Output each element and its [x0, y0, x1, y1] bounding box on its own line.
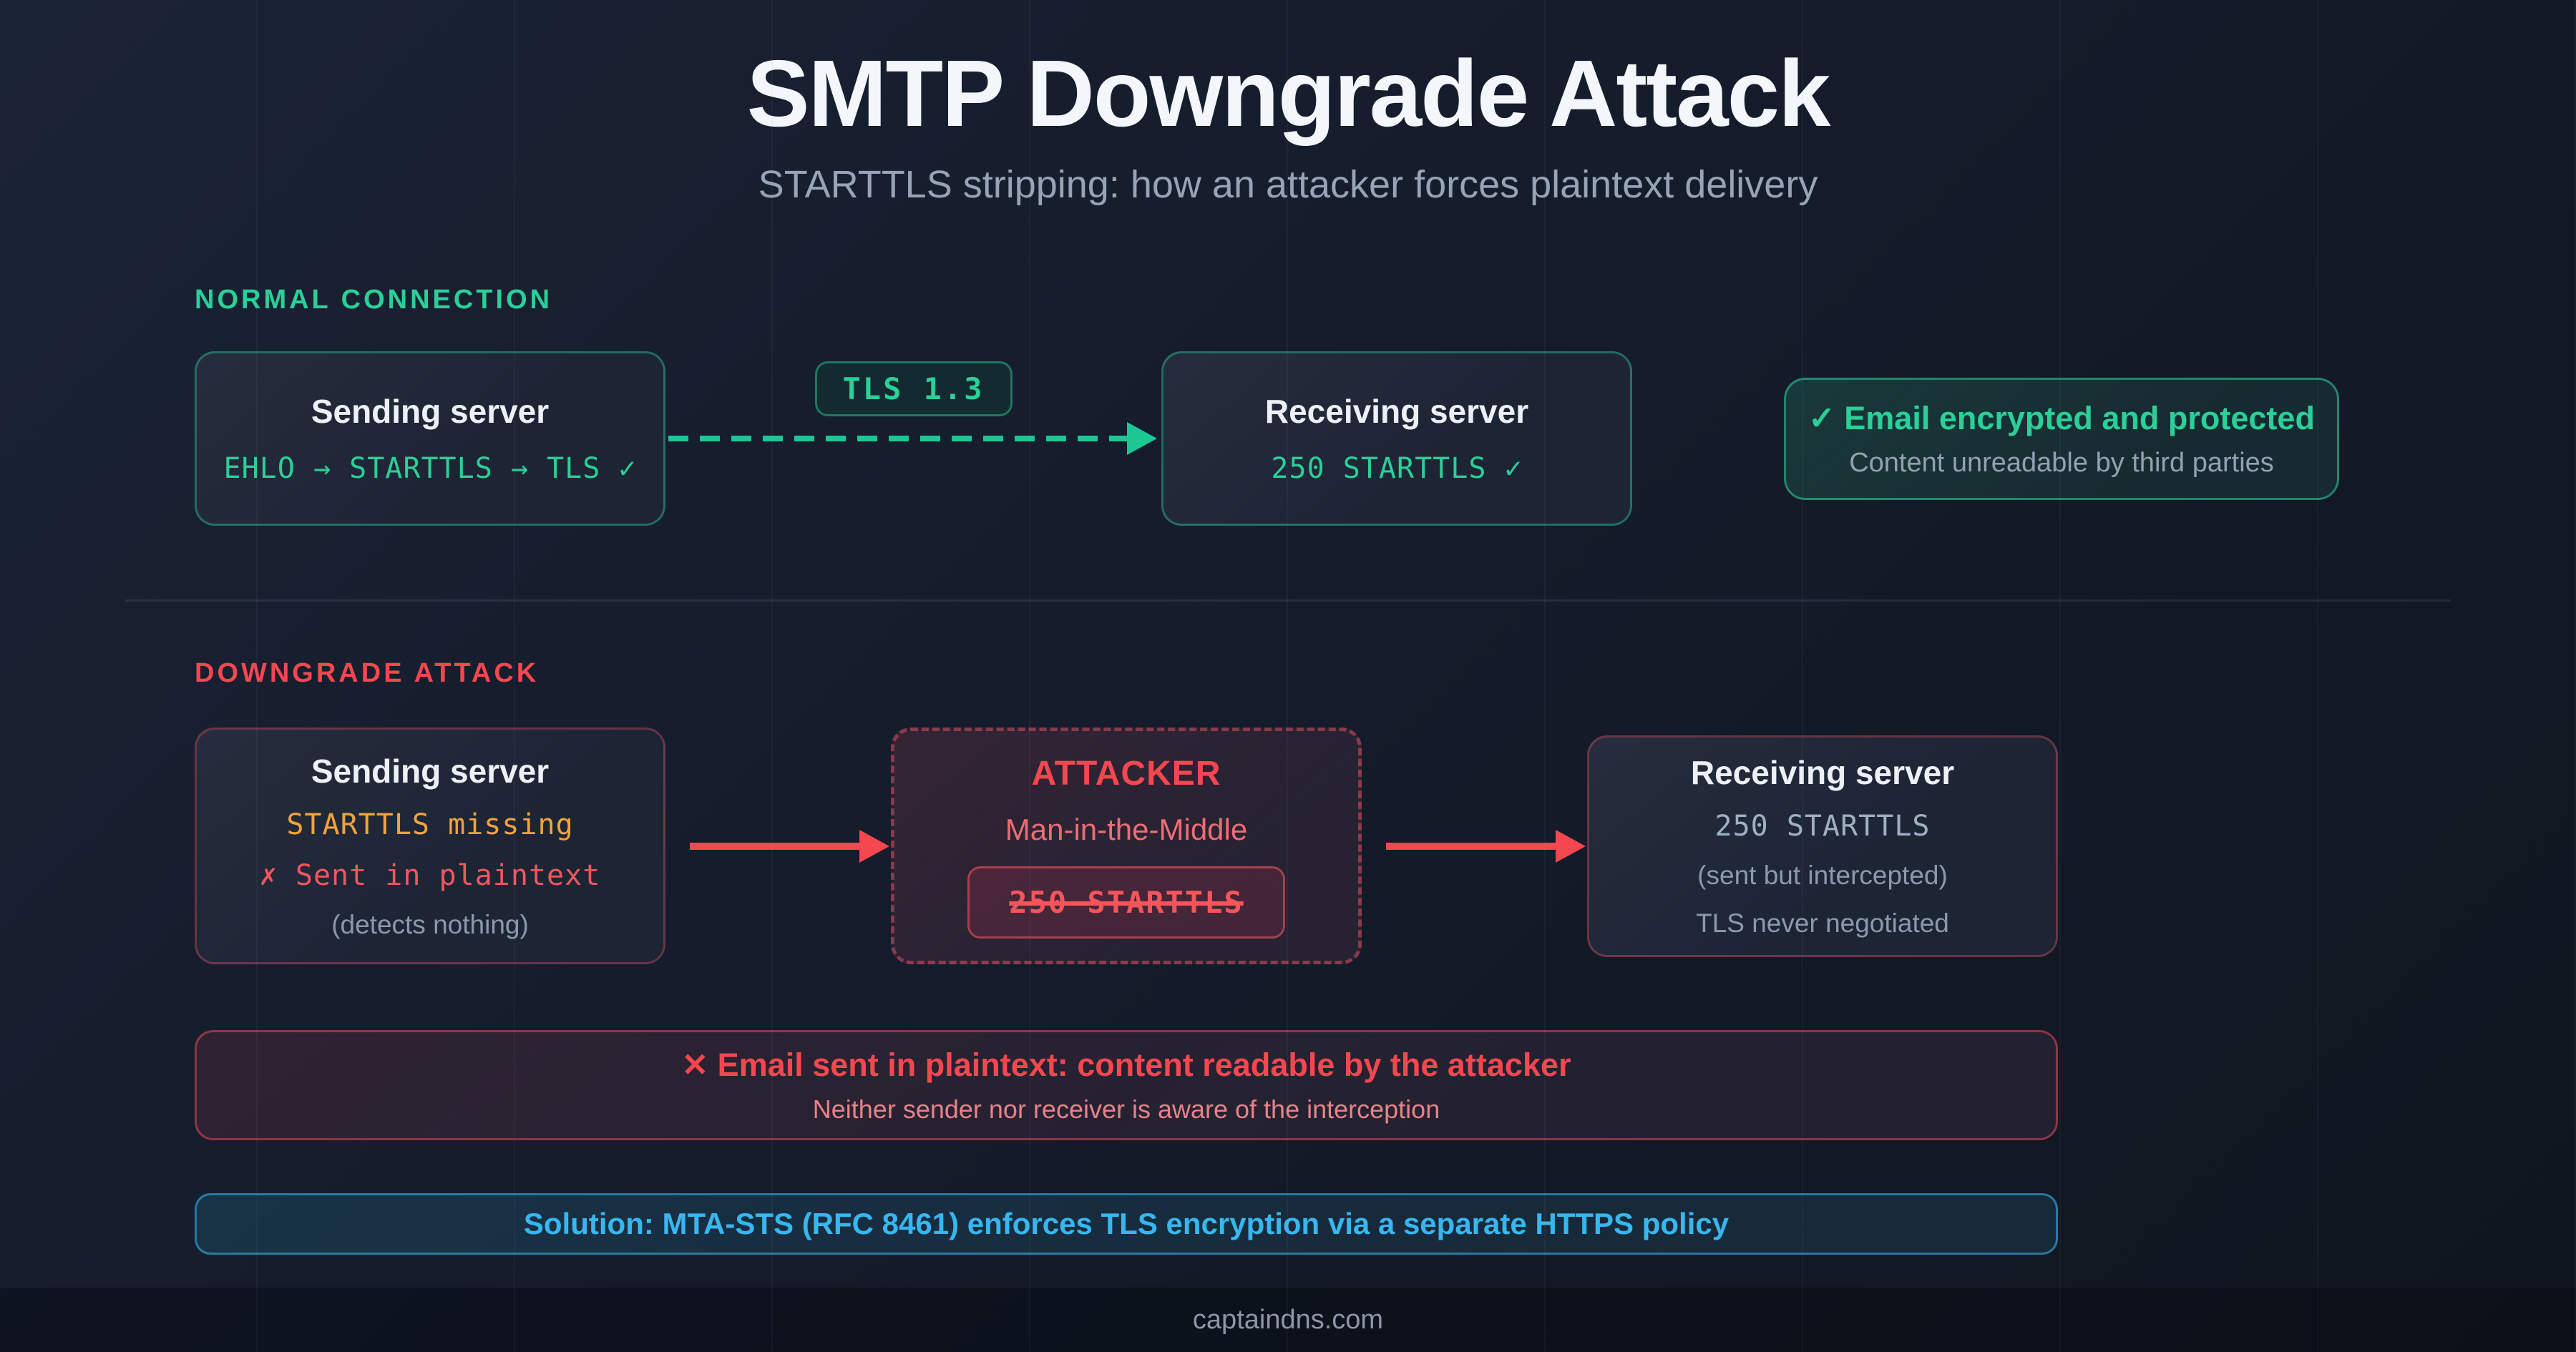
solution-box: Solution: MTA-STS (RFC 8461) enforces TL…	[195, 1193, 2058, 1255]
plaintext-warning-subtitle: Neither sender nor receiver is aware of …	[812, 1094, 1440, 1124]
receiving-server-title: Receiving server	[1264, 393, 1529, 430]
intercepted-connection-right	[1362, 728, 1587, 964]
solution-text: Solution: MTA-STS (RFC 8461) enforces TL…	[523, 1207, 1729, 1240]
attack-receiving-response-code: 250 STARTTLS	[1714, 810, 1931, 843]
attack-receiving-server-box: Receiving server 250 STARTTLS (sent but …	[1587, 735, 2058, 957]
attack-sending-title: Sending server	[311, 753, 550, 790]
encrypted-result-subtitle: Content unreadable by third parties	[1849, 447, 2274, 478]
downgrade-attack-row: Sending server STARTTLS missing ✗ Sent i…	[195, 728, 2058, 964]
attacker-subtitle: Man-in-the-Middle	[1005, 812, 1248, 846]
section-label-downgrade-attack: DOWNGRADE ATTACK	[195, 658, 540, 688]
section-label-normal-connection: NORMAL CONNECTION	[195, 285, 553, 315]
normal-sending-server-box: Sending server EHLO → STARTTLS → TLS ✓	[195, 351, 665, 526]
encrypted-result-title: ✓ Email encrypted and protected	[1808, 399, 2315, 436]
plaintext-warning-box: ✕ Email sent in plaintext: content reada…	[195, 1030, 2058, 1140]
receiving-response-code: 250 STARTTLS ✓	[1271, 452, 1523, 485]
footer-domain: captaindns.com	[1192, 1304, 1384, 1335]
encrypted-connection: TLS 1.3	[665, 351, 1161, 526]
page-title: SMTP Downgrade Attack	[746, 41, 1831, 146]
tls-version-badge: TLS 1.3	[814, 361, 1013, 416]
sender-note: (detects nothing)	[331, 910, 529, 939]
section-divider	[125, 599, 2451, 602]
normal-connection-row: Sending server EHLO → STARTTLS → TLS ✓ T…	[195, 351, 2339, 526]
solid-arrow-line	[1386, 842, 1558, 850]
attack-receiving-title: Receiving server	[1690, 754, 1955, 791]
normal-receiving-server-box: Receiving server 250 STARTTLS ✓	[1161, 351, 1632, 526]
starttls-missing-code: STARTTLS missing	[286, 808, 574, 841]
plaintext-sent-code: ✗ Sent in plaintext	[259, 859, 601, 892]
sending-handshake-code: EHLO → STARTTLS → TLS ✓	[223, 452, 637, 485]
solid-arrow-line	[690, 842, 862, 850]
receiver-note-no-tls: TLS never negotiated	[1696, 908, 1949, 938]
arrow-right-icon	[859, 829, 889, 863]
page-subtitle: STARTTLS stripping: how an attacker forc…	[758, 162, 1818, 206]
header: SMTP Downgrade Attack STARTTLS stripping…	[0, 44, 2576, 207]
attack-sending-server-box: Sending server STARTTLS missing ✗ Sent i…	[195, 728, 665, 964]
receiver-note-intercepted: (sent but intercepted)	[1697, 861, 1948, 890]
intercepted-connection-left	[665, 728, 891, 964]
attacker-title: ATTACKER	[1031, 754, 1221, 793]
sending-server-title: Sending server	[311, 393, 550, 430]
encrypted-result-box: ✓ Email encrypted and protected Content …	[1784, 377, 2339, 500]
stripped-starttls-badge: 250 STARTTLS	[967, 866, 1285, 939]
attacker-box: ATTACKER Man-in-the-Middle 250 STARTTLS	[891, 728, 1362, 964]
arrow-right-icon	[1127, 422, 1157, 455]
arrow-right-icon	[1556, 829, 1586, 863]
dashed-arrow-line	[668, 436, 1128, 441]
plaintext-warning-title: ✕ Email sent in plaintext: content reada…	[681, 1047, 1571, 1083]
footer-bar: captaindns.com	[0, 1288, 2576, 1352]
